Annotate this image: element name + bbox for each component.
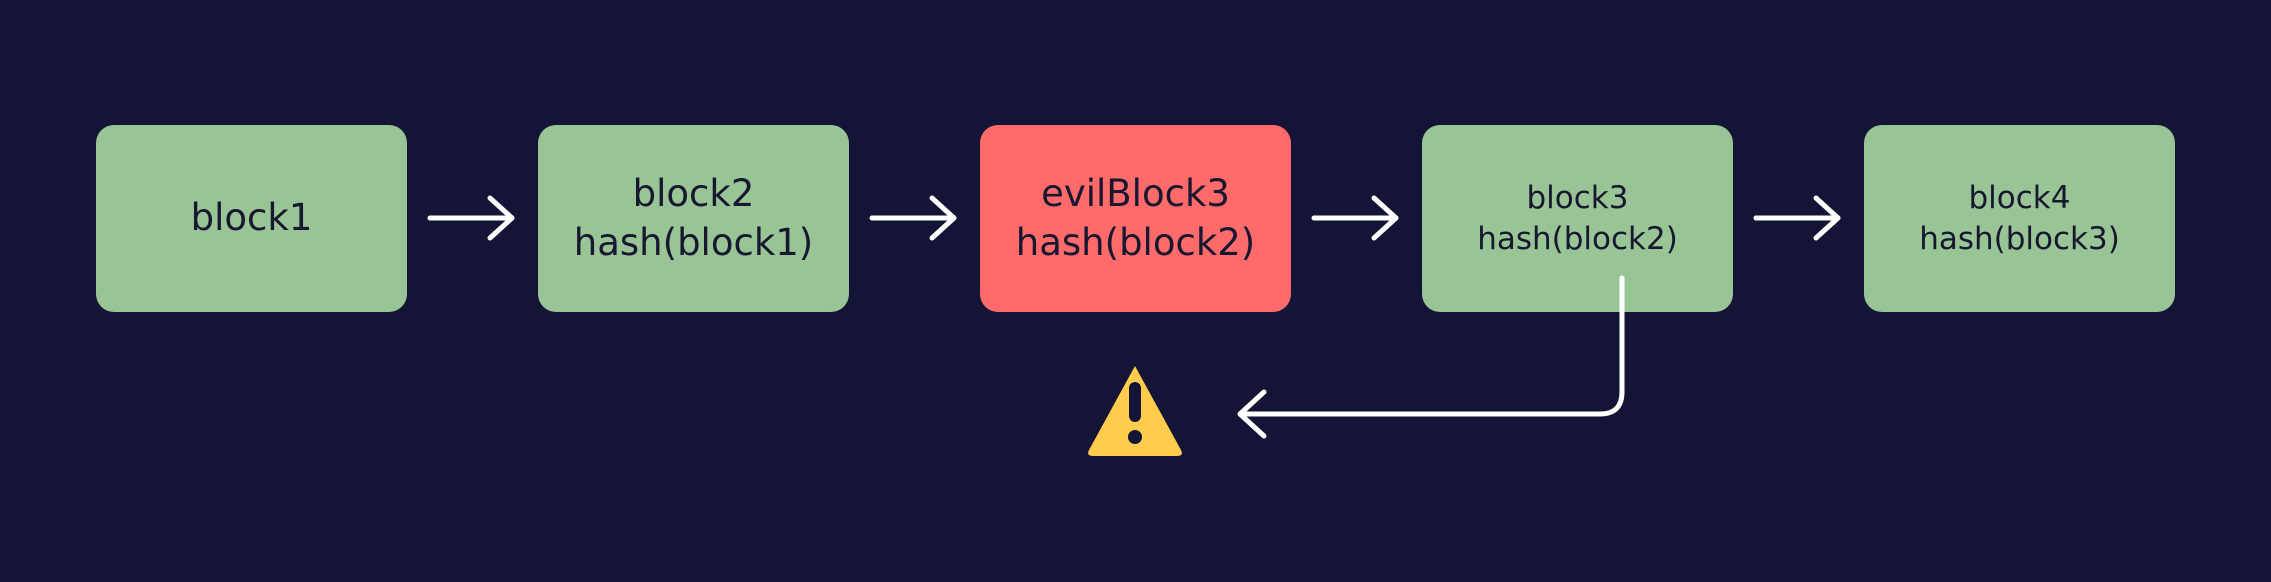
arrow-block2-to-evil-block3	[869, 195, 957, 241]
block4-hash-label: hash(block3)	[1919, 220, 2120, 257]
block3-box: block3 hash(block2)	[1422, 125, 1733, 312]
block4-box: block4 hash(block3)	[1864, 125, 2175, 312]
arrow-block1-to-block2	[427, 195, 515, 241]
block2-box: block2 hash(block1)	[538, 125, 849, 312]
block3-hash-label: hash(block2)	[1477, 220, 1678, 257]
block2-hash-label: hash(block1)	[573, 220, 814, 264]
evil-block3-box: evilBlock3 hash(block2)	[980, 125, 1291, 312]
block1-box: block1	[96, 125, 407, 312]
block4-label: block4	[1968, 180, 2071, 217]
evil-block3-label: evilBlock3	[1041, 172, 1230, 216]
block1-label: block1	[190, 196, 313, 240]
arrow-evil-block3-to-block3	[1311, 195, 1399, 241]
evil-block3-hash-label: hash(block2)	[1015, 220, 1256, 264]
warning-icon	[1088, 366, 1182, 456]
arrow-block3-to-block4	[1753, 195, 1841, 241]
block2-label: block2	[632, 172, 755, 216]
block3-label: block3	[1526, 180, 1629, 217]
